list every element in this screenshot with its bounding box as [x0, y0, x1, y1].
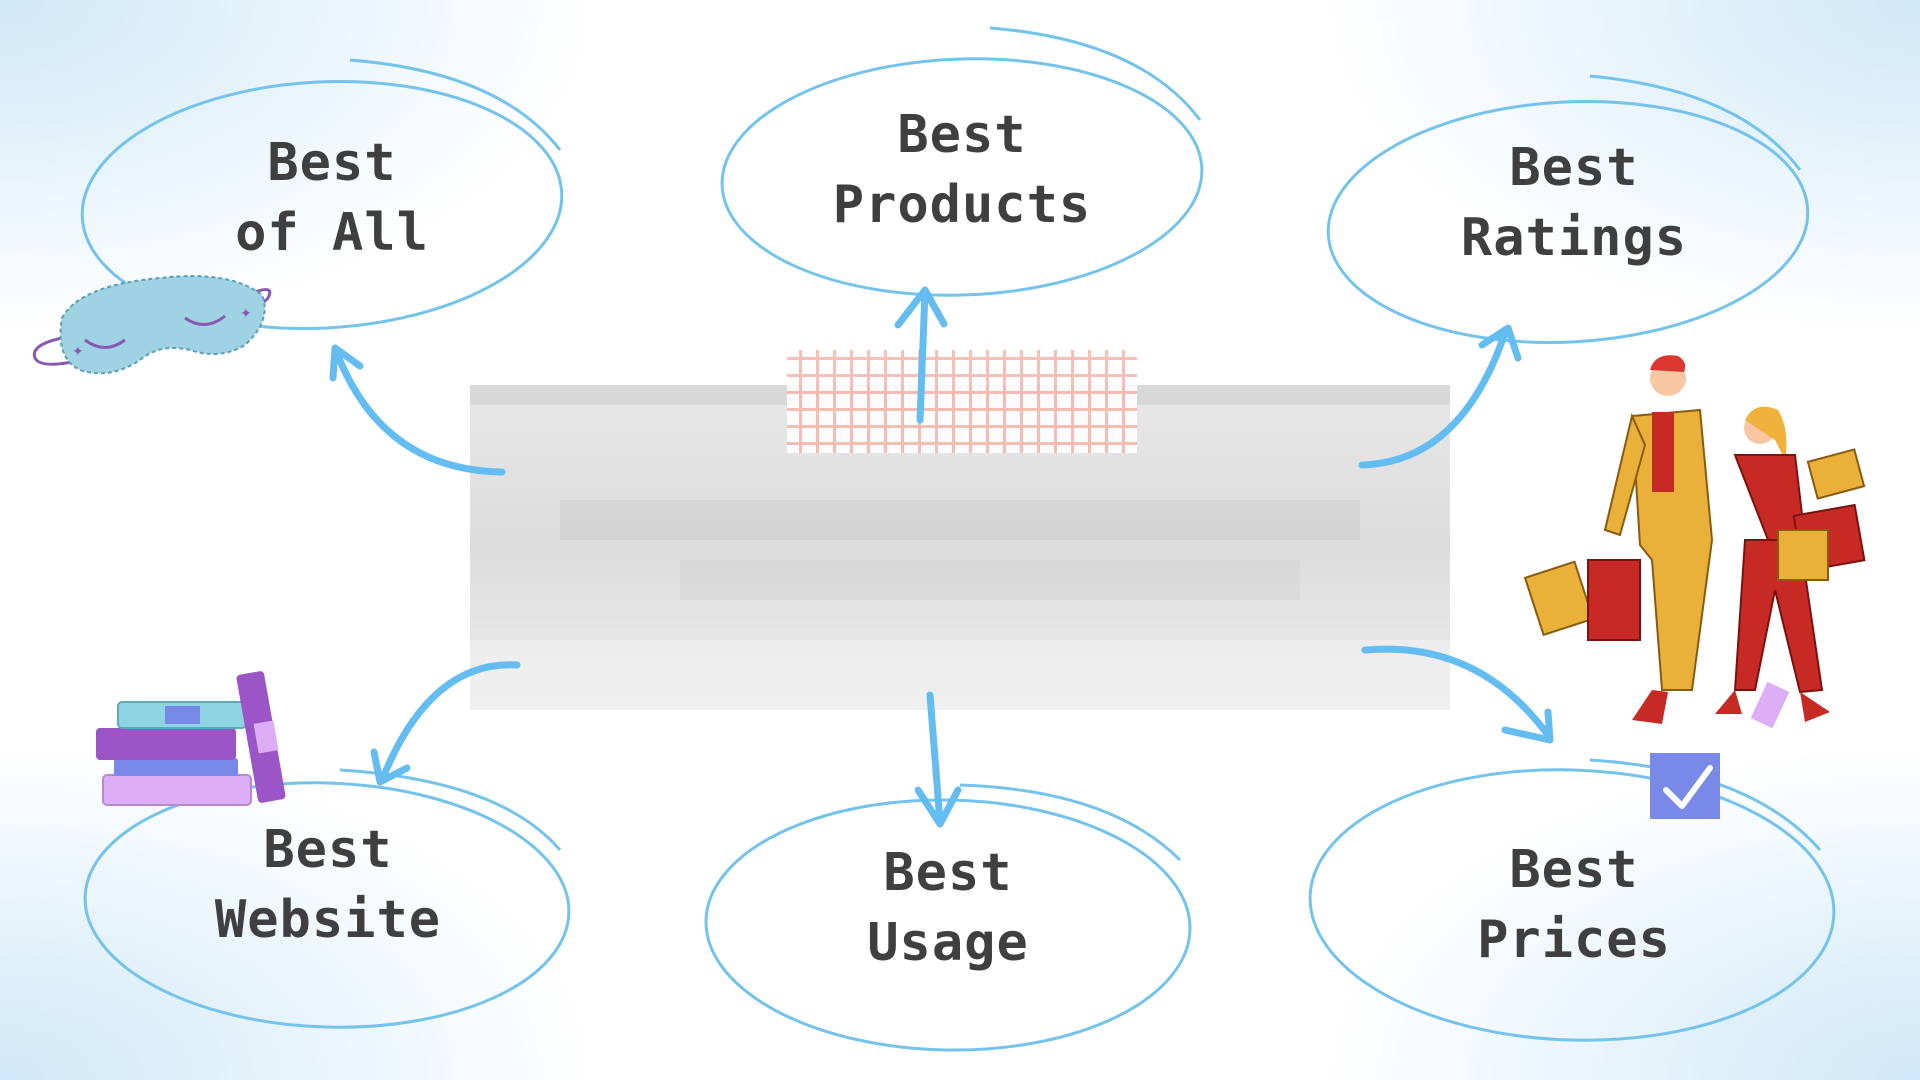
ellipse-best-of-all	[80, 58, 564, 330]
node-best-prices: Best Prices	[1364, 835, 1784, 975]
node-best-prices-line2: Prices	[1477, 910, 1671, 970]
node-ellipses	[80, 26, 1836, 1052]
arrow-to-best-products	[894, 286, 948, 424]
node-best-ratings: Best Ratings	[1364, 133, 1784, 273]
ellipse-best-ratings	[1326, 74, 1810, 344]
node-best-prices-line1: Best	[1509, 840, 1639, 900]
shopping-couple-icon	[1523, 355, 1866, 729]
sleep-mask-icon: ✦ ✦	[32, 275, 272, 375]
node-best-products-line2: Products	[832, 175, 1092, 235]
node-best-of-all: Best of All	[122, 128, 542, 268]
node-best-usage: Best Usage	[738, 838, 1158, 978]
arrow-to-best-ratings	[1358, 324, 1522, 469]
node-best-of-all-line2: of All	[235, 203, 429, 263]
node-best-ratings-line2: Ratings	[1460, 208, 1688, 268]
arrow-to-best-usage	[914, 691, 962, 828]
svg-text:✦: ✦	[240, 306, 252, 322]
ellipse-best-products	[720, 26, 1204, 297]
node-best-products: Best Products	[752, 100, 1172, 240]
node-best-usage-line1: Best	[883, 843, 1013, 903]
checkbox-icon	[1650, 753, 1720, 819]
arrow-to-best-of-all	[329, 344, 506, 476]
svg-text:✦: ✦	[72, 344, 84, 360]
grid-tape-icon	[787, 350, 1137, 453]
node-best-website-line2: Website	[214, 890, 442, 950]
node-best-ratings-line1: Best	[1509, 138, 1639, 198]
ellipse-best-prices	[1308, 758, 1836, 1042]
arrow-to-best-prices	[1361, 645, 1554, 744]
book-stack-icon	[96, 671, 286, 806]
node-best-website: Best Website	[118, 815, 538, 955]
arrow-to-best-website	[370, 661, 521, 786]
node-best-products-line1: Best	[897, 105, 1027, 165]
node-best-website-line1: Best	[263, 820, 393, 880]
node-best-usage-line2: Usage	[867, 913, 1029, 973]
node-best-of-all-line1: Best	[267, 133, 397, 193]
